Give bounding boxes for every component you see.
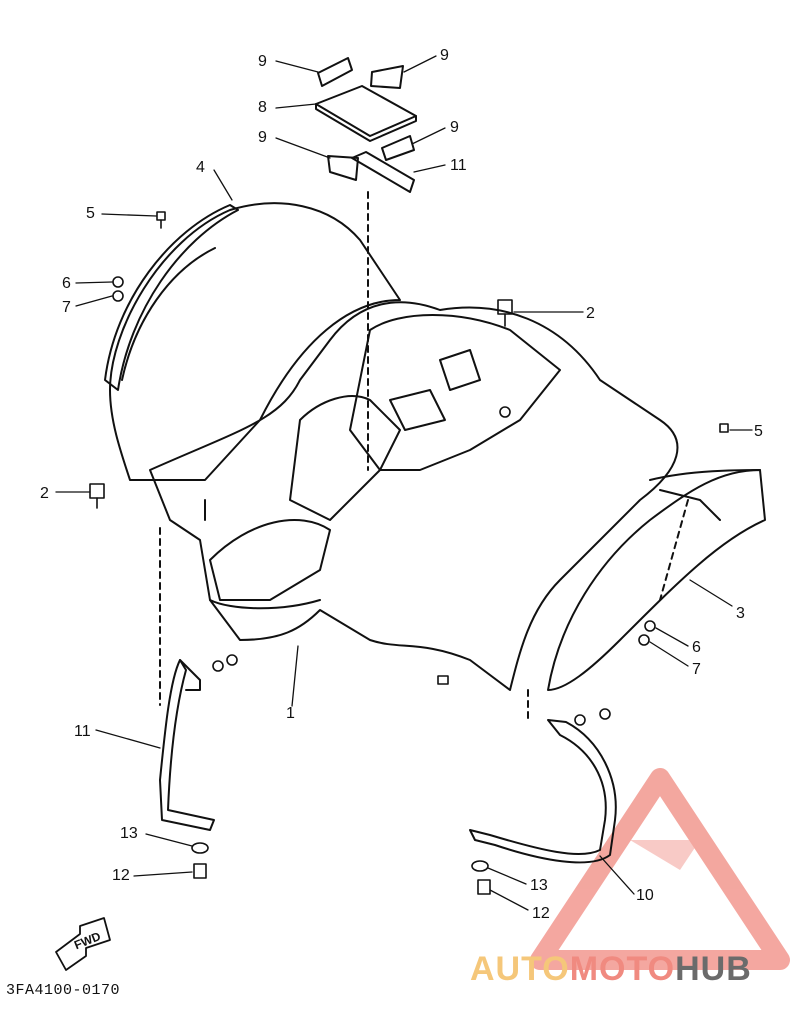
watermark-hub: HUB (675, 950, 752, 988)
hardware (89, 211, 729, 895)
callout-9: 9 (440, 47, 449, 64)
fender-4-left (109, 202, 401, 481)
watermark-moto: MOTO (569, 950, 676, 988)
callout-4: 4 (196, 159, 205, 176)
callout-11: 11 (450, 157, 467, 174)
callout-6: 6 (62, 275, 71, 292)
watermark-logo: AUTOMOTOHUB (470, 950, 752, 989)
callout-12: 12 (112, 867, 130, 884)
callout-5: 5 (86, 205, 95, 222)
callout-10: 10 (636, 887, 654, 904)
callout-8: 8 (258, 99, 267, 116)
callout-13: 13 (120, 825, 138, 842)
callout-labels: 9 9 8 9 9 11 4 5 6 7 2 2 5 3 6 7 1 11 13… (40, 47, 763, 922)
strip-11 (351, 151, 415, 193)
callout-9: 9 (258, 53, 267, 70)
callout-5: 5 (754, 423, 763, 440)
fwd-label: FWD (72, 929, 103, 952)
callout-7: 7 (692, 661, 701, 678)
callout-2: 2 (586, 305, 595, 322)
fender-1-body (149, 301, 679, 691)
callout-12: 12 (532, 905, 550, 922)
leader-lines (55, 55, 753, 911)
watermark-triangle (530, 768, 790, 970)
fwd-arrow (55, 917, 111, 971)
pad-9-left-top (317, 57, 353, 87)
callout-3: 3 (736, 605, 745, 622)
drawing-code: 3FA4100-0170 (6, 982, 121, 999)
pad-9-right-mid (381, 135, 415, 161)
callout-9: 9 (450, 119, 459, 136)
bracket-11-left (159, 659, 215, 831)
callout-13: 13 (530, 877, 548, 894)
callout-7: 7 (62, 299, 71, 316)
pad-9-right-top (370, 65, 404, 89)
pad-9-left-mid (327, 155, 359, 181)
callout-6: 6 (692, 639, 701, 656)
callout-11: 11 (74, 723, 91, 740)
callout-9: 9 (258, 129, 267, 146)
callout-1: 1 (286, 705, 295, 722)
watermark-auto: AUTO (470, 950, 570, 988)
fender-3-right (547, 469, 766, 691)
callout-2: 2 (40, 485, 49, 502)
bracket-10-right (469, 719, 617, 864)
